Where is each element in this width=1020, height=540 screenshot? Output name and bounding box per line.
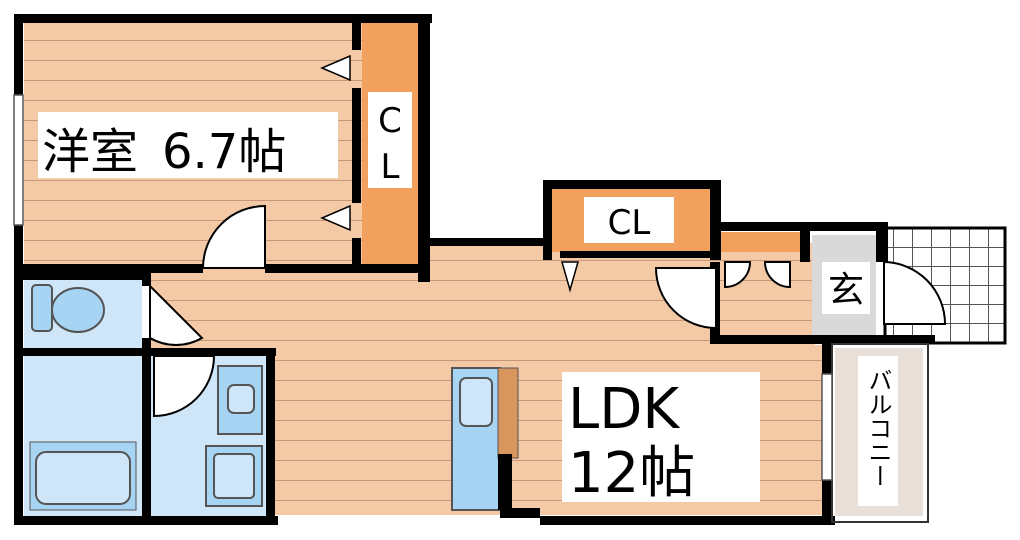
- washroom-door: [153, 355, 216, 418]
- western-window: [13, 94, 24, 226]
- western-room-name: 洋室: [42, 124, 138, 180]
- ldk-size: 12帖: [568, 441, 695, 506]
- balcony-label-bg: [858, 356, 898, 506]
- toilet-door: [149, 283, 204, 346]
- fixtures: [29, 284, 519, 511]
- closet-western-label-c: C: [378, 101, 402, 141]
- closet-hall-label: CL: [608, 203, 651, 243]
- closet-western-label-bg: [368, 92, 412, 188]
- western-room-door: [201, 204, 266, 269]
- balcony-label: バルコニー: [864, 368, 892, 488]
- closet-western-label-l: L: [381, 147, 400, 187]
- entrance-label: 玄: [828, 270, 864, 311]
- shoe-cabinet-fill: [720, 232, 800, 252]
- closet-hall-label-bg: [584, 197, 674, 243]
- toilet-fixture: [31, 284, 105, 333]
- entrance-outer-door: [883, 260, 947, 325]
- washing-machine-pan: [205, 445, 263, 507]
- western-room-size: 6.7帖: [162, 124, 286, 180]
- windows: [13, 94, 833, 481]
- western-room-label-bg: [38, 112, 338, 178]
- doors: [149, 204, 947, 418]
- bathtub-fixture: [29, 441, 137, 511]
- shoe-cabinet-door-right: [763, 261, 791, 289]
- ldk-window: [821, 373, 833, 481]
- washbasin-fixture: [217, 365, 263, 435]
- ldk-label-bg: [562, 372, 760, 502]
- kitchen-counter: [451, 367, 519, 511]
- labels: 洋室 6.7帖 C L CL 玄 LDK 12帖 バルコニー: [38, 92, 898, 506]
- ldk-name: LDK: [568, 377, 680, 442]
- closet-door-markers: [320, 54, 579, 293]
- entrance-label-bg: [822, 262, 870, 314]
- shoe-cabinet-door-left: [724, 261, 752, 289]
- entrance-inner-door: [654, 267, 717, 330]
